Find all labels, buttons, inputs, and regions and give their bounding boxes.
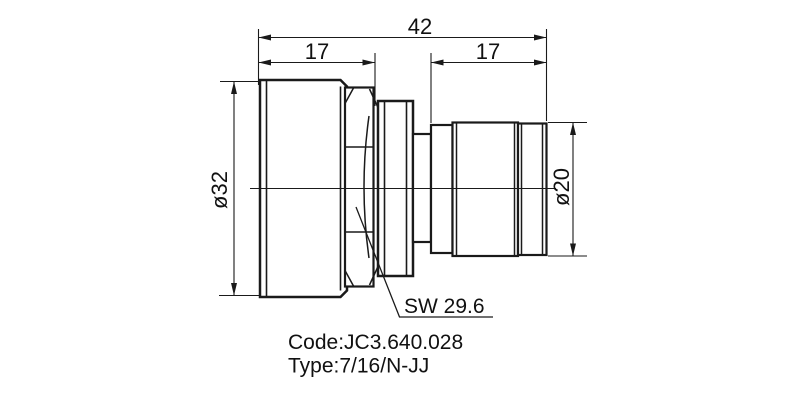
right-end-cap bbox=[516, 122, 548, 257]
hex-flats-section bbox=[343, 86, 379, 288]
hex-chamfer-arc bbox=[363, 115, 370, 259]
part-identification: Code:JC3.640.028 Type:7/16/N-JJ bbox=[288, 331, 463, 378]
dim-text-right-diameter: ø20 bbox=[549, 168, 574, 206]
wrench-size-label: SW 29.6 bbox=[404, 295, 485, 318]
adapter-body bbox=[250, 78, 556, 299]
code-label: Code:JC3.640.028 bbox=[288, 331, 463, 354]
dim-left-length: 17 bbox=[258, 39, 375, 66]
wrench-size-callout: SW 29.6 bbox=[355, 206, 493, 318]
right-knurled-body bbox=[451, 121, 520, 258]
dim-right-diameter: ø20 bbox=[548, 121, 587, 257]
hex-groove-slant-top bbox=[368, 88, 379, 108]
dim-left-diameter: ø32 bbox=[207, 80, 260, 297]
dim-text-left-length: 17 bbox=[305, 39, 329, 64]
dim-right-length: 17 bbox=[431, 39, 547, 66]
dim-total-length: 42 bbox=[258, 14, 547, 41]
hex-chamfer-bottom-left bbox=[344, 270, 355, 287]
wrench-size-leader-line bbox=[355, 206, 493, 318]
dim-text-right-length: 17 bbox=[476, 39, 500, 64]
dim-text-total-length: 42 bbox=[408, 14, 432, 39]
dimension-annotations: 42 17 17 ø32 bbox=[207, 14, 587, 318]
hex-groove-slant-bottom bbox=[368, 266, 379, 286]
dim-text-left-diameter: ø32 bbox=[207, 171, 232, 209]
right-knurl-outline bbox=[451, 121, 520, 258]
hex-chamfer-top-left bbox=[344, 87, 355, 104]
type-label: Type:7/16/N-JJ bbox=[288, 355, 429, 378]
